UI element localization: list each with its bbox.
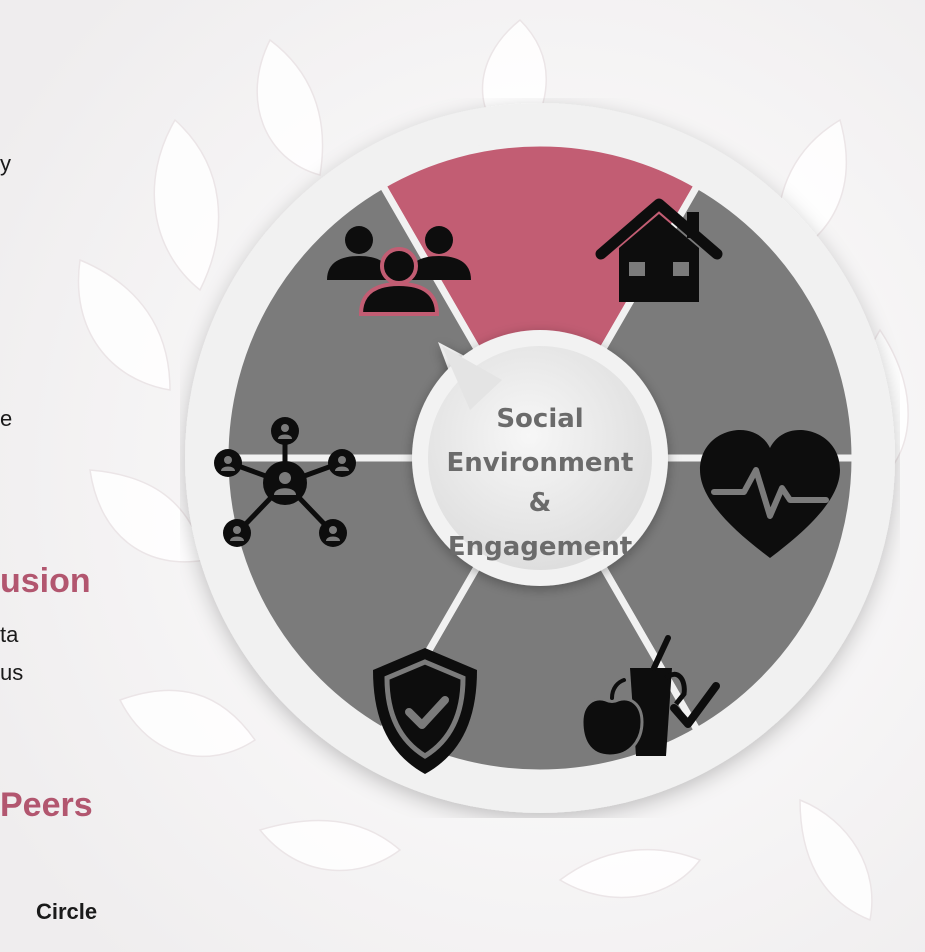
wheel-diagram: Social Environment & Engagement [185,103,895,813]
cropped-text-fragment: us [0,660,24,685]
center-title-line: & [529,488,552,518]
center-title-line: Engagement [448,532,632,562]
house-icon [595,198,723,302]
nutrition-check-icon [580,635,720,758]
cropped-text-fragment: ta [0,622,19,647]
segment-people-group [379,139,701,462]
center-title-line: Environment [447,448,634,478]
network-people-icon [214,417,356,547]
heart-pulse-icon [700,430,840,558]
section-heading-inclusion: usion [0,562,91,600]
center-hub: Social Environment & Engagement [412,330,668,586]
cropped-text-fragment: e [0,406,13,431]
shield-check-icon [373,648,477,774]
section-heading-peers: Peers [0,786,93,824]
center-title-line: Social [496,404,583,434]
cropped-text-fragment: y [0,151,11,176]
people-group-icon [327,226,471,316]
circle-label: Circle [36,899,98,924]
